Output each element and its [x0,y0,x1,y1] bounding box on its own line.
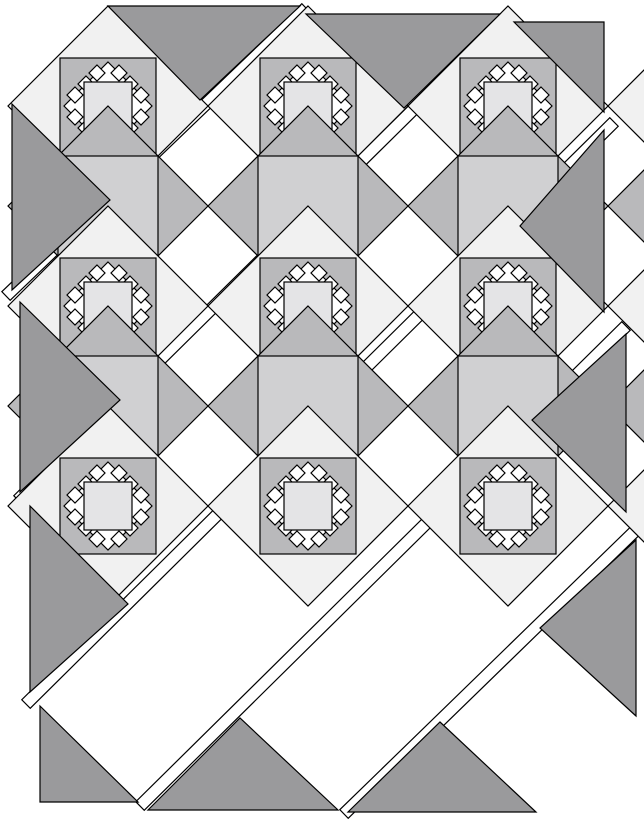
quilt-column-4 [608,6,644,606]
outer-triangle [348,722,536,812]
outer-triangle [40,706,138,802]
outer-triangle [540,540,636,716]
block-center [84,482,132,530]
quilt-column-2 [208,6,408,606]
quilt-column-3 [408,6,608,606]
block-center [484,482,532,530]
quilt-root [2,4,644,819]
block-center [284,482,332,530]
